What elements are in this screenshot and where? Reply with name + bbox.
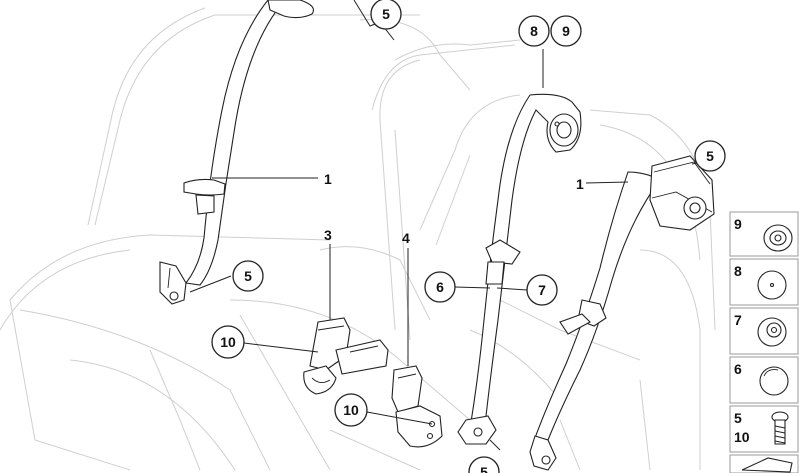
legend-8-label: 8	[734, 263, 742, 279]
callout-5-bottom: 5	[468, 456, 500, 473]
callout-10-b: 10	[334, 393, 368, 427]
callout-5-bottom-label: 5	[480, 464, 488, 473]
callout-10-a: 10	[211, 325, 245, 359]
callout-6-label: 6	[436, 279, 444, 295]
callout-9: 9	[550, 15, 582, 47]
center-belt-assembly	[457, 93, 582, 445]
legend-item-5-10: 5 10	[729, 405, 799, 453]
callout-7: 7	[526, 274, 558, 306]
bolt-icon	[771, 411, 789, 445]
rear-seat-outline	[0, 7, 716, 471]
callout-5-right-label: 5	[706, 148, 714, 164]
cap-icon	[763, 224, 793, 252]
callout-8-label: 8	[530, 23, 538, 39]
callout-7-label: 7	[538, 282, 546, 298]
legend-item-8: 8	[729, 258, 799, 306]
spacer-icon	[757, 317, 787, 347]
callout-9-label: 9	[562, 23, 570, 39]
callout-6: 6	[424, 271, 456, 303]
arrow-icon	[741, 457, 793, 473]
legend-5-label: 5	[734, 410, 742, 426]
callout-5-top-label: 5	[382, 6, 390, 22]
legend-item-7: 7	[729, 307, 799, 355]
parts-legend: 9 8 7	[729, 211, 799, 473]
legend-item-6: 6	[729, 356, 799, 404]
legend-9-label: 9	[734, 216, 742, 232]
part-4-label: 4	[402, 230, 410, 246]
legend-7-label: 7	[734, 312, 742, 328]
callout-5-right: 5	[694, 140, 726, 172]
legend-6-label: 6	[734, 361, 742, 377]
callout-5-left: 5	[232, 260, 264, 292]
legend-10-label: 10	[734, 429, 750, 445]
callout-5-top: 5	[370, 0, 402, 30]
leader-lines	[189, 0, 703, 451]
part-1-right-label: 1	[576, 176, 584, 192]
legend-item-9: 9	[729, 211, 799, 257]
callout-10-b-label: 10	[343, 402, 359, 418]
buckle-3	[303, 317, 389, 395]
part-3-label: 3	[324, 227, 332, 243]
callout-10-a-label: 10	[220, 334, 236, 350]
left-belt-assembly	[159, 0, 315, 305]
callout-5-left-label: 5	[244, 268, 252, 284]
legend-item-arrow	[729, 454, 799, 473]
buckle-4	[391, 365, 443, 448]
callout-8: 8	[518, 15, 550, 47]
button-icon	[759, 366, 789, 396]
right-belt-assembly	[529, 155, 715, 471]
cover-icon	[757, 270, 787, 300]
part-1-left-label: 1	[324, 171, 332, 187]
